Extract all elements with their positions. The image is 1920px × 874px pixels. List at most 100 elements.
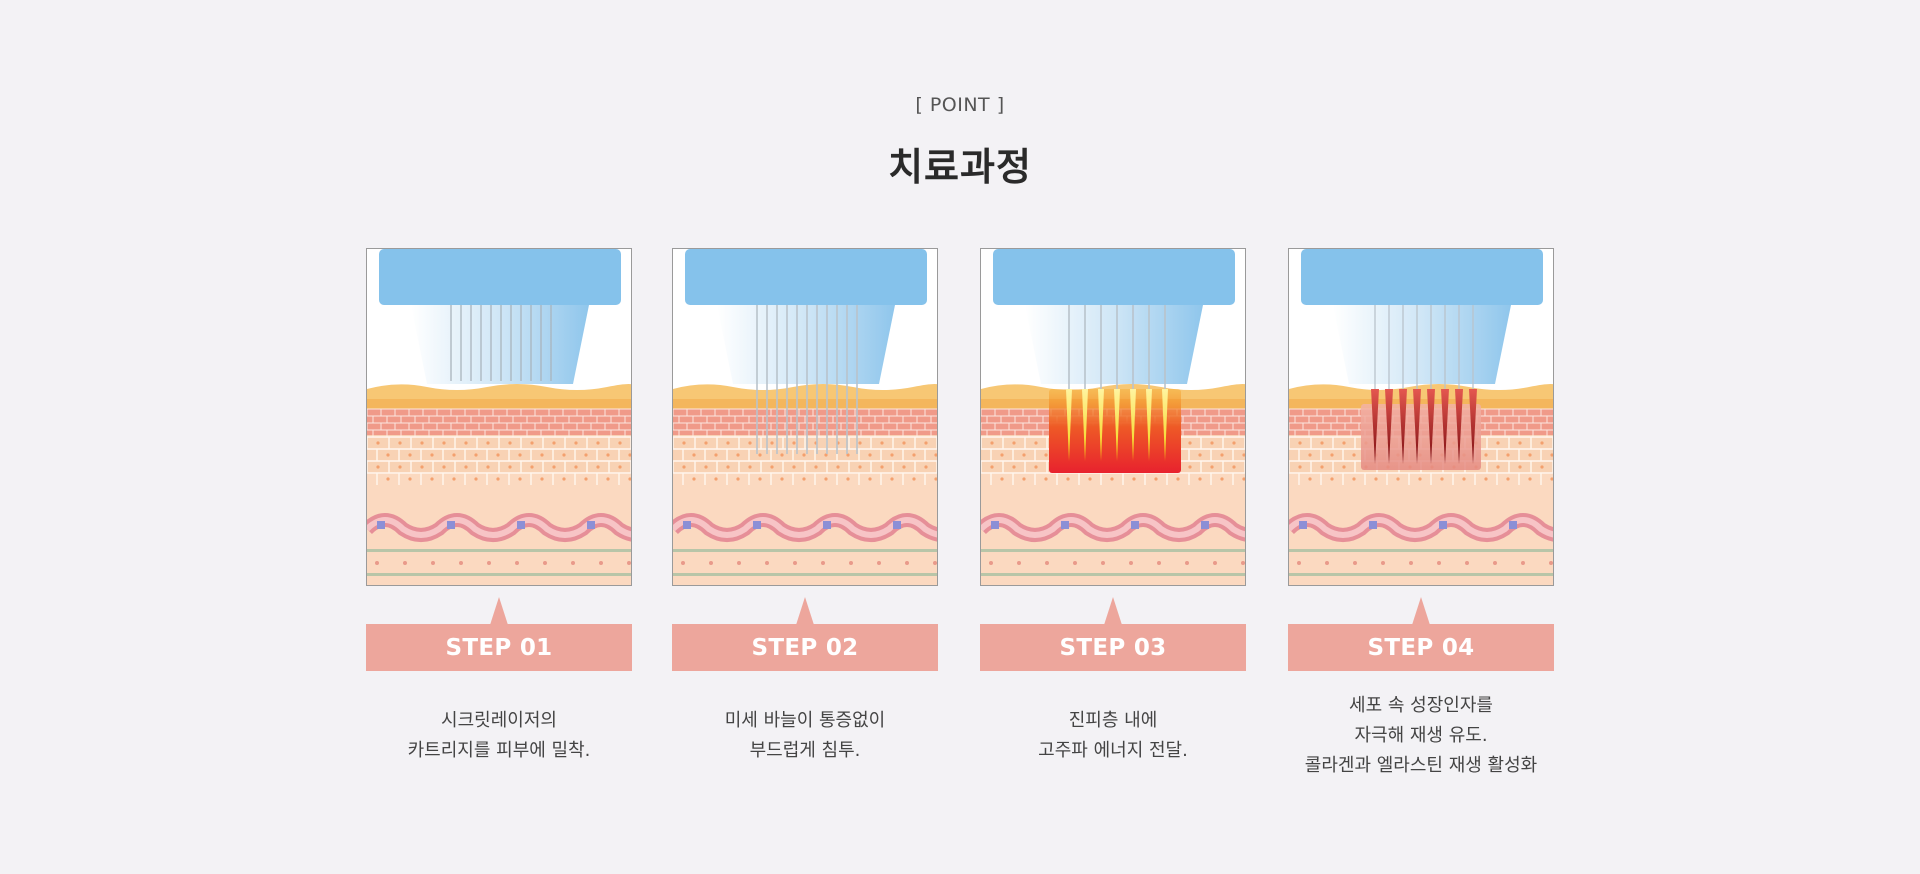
dermis-cell-nucleus <box>924 441 928 445</box>
dermis-cell-nucleus <box>868 453 872 457</box>
dermis-cell-nucleus <box>1540 441 1544 445</box>
regeneration-spike <box>1427 389 1435 464</box>
tissue-dot <box>933 561 937 565</box>
tissue-dot <box>543 561 547 565</box>
dermis-cell-nucleus <box>858 441 862 445</box>
dermis-cell-nucleus <box>770 465 774 469</box>
regeneration-spike <box>1469 389 1477 464</box>
dermis-cell-nucleus <box>880 441 884 445</box>
dermis-cell-nucleus <box>452 477 456 481</box>
device-nozzle <box>1025 305 1203 384</box>
tissue-dot <box>571 561 575 565</box>
dermis-cell-nucleus <box>1320 441 1324 445</box>
step-illustration <box>1288 248 1554 586</box>
dermis-cell-nucleus <box>562 477 566 481</box>
dermis-cell-nucleus <box>1012 441 1016 445</box>
dermis-cell-nucleus <box>1044 477 1048 481</box>
dermis-cell-nucleus <box>1352 477 1356 481</box>
dermis-cell-nucleus <box>628 477 631 481</box>
dermis-cell-nucleus <box>518 453 522 457</box>
dermis-cell-nucleus <box>1044 453 1048 457</box>
dermis-cell-nucleus <box>442 465 446 469</box>
regeneration-spike <box>1385 389 1393 464</box>
energy-spike <box>1114 389 1120 461</box>
tissue-dot <box>1437 561 1441 565</box>
tissue-dot <box>487 561 491 565</box>
dermis-cell-nucleus <box>1232 441 1236 445</box>
stem-cell <box>683 521 691 529</box>
dermis-cell-nucleus <box>736 477 740 481</box>
dermis-cell-nucleus <box>1220 477 1224 481</box>
regeneration-spike <box>1399 389 1407 464</box>
dermis-cell-nucleus <box>618 441 622 445</box>
step-description: 세포 속 성장인자를 자극해 재생 유도. 콜라겐과 엘라스틴 재생 활성화 <box>1304 695 1538 776</box>
dermis-cell-nucleus <box>858 465 862 469</box>
tissue-dot <box>821 561 825 565</box>
dermis-cell-nucleus <box>1198 453 1202 457</box>
dermis-cell-nucleus <box>1022 453 1026 457</box>
dermis-cell-nucleus <box>902 465 906 469</box>
dermis-cell-nucleus <box>1484 453 1488 457</box>
badge-pointer <box>490 597 508 625</box>
stem-cell <box>1439 521 1447 529</box>
dermis-cell-nucleus <box>486 465 490 469</box>
stem-cell <box>587 521 595 529</box>
dermis-cell-nucleus <box>846 477 850 481</box>
dermis-cell-nucleus <box>780 453 784 457</box>
regeneration-spike <box>1455 389 1463 464</box>
tissue-dot <box>1101 561 1105 565</box>
dermis-cell-nucleus <box>1550 477 1553 481</box>
step-badge: STEP 02 <box>672 597 938 671</box>
badge-pointer <box>1104 597 1122 625</box>
dermis-cell-nucleus <box>496 477 500 481</box>
tissue-dot <box>793 561 797 565</box>
basement-membrane-core <box>367 517 631 538</box>
dermis-cell-nucleus <box>596 441 600 445</box>
dermis-cell-nucleus <box>530 441 534 445</box>
dermis-cell-nucleus <box>1034 441 1038 445</box>
tissue-dot <box>1493 561 1497 565</box>
stem-cell <box>447 521 455 529</box>
step-illustration <box>672 248 938 586</box>
dermis-cell-nucleus <box>868 477 872 481</box>
tissue-dot <box>1129 561 1133 565</box>
tissue-dot <box>403 561 407 565</box>
dermis-cell-nucleus <box>726 465 730 469</box>
tissue-dot <box>989 561 993 565</box>
step-card-4: STEP 04 세포 속 성장인자를 자극해 재생 유도. 콜라겐과 엘라스틴 … <box>1288 248 1554 776</box>
step-badge-label: STEP 03 <box>980 624 1246 671</box>
tissue-dot <box>1521 561 1525 565</box>
tissue-band <box>981 549 1245 552</box>
skin-illustration-1 <box>367 249 631 585</box>
energy-spike <box>1130 389 1136 461</box>
energy-spike <box>1146 389 1152 461</box>
dermis-cell-nucleus <box>682 441 686 445</box>
dermis-cell-nucleus <box>924 465 928 469</box>
dermis-cell-nucleus <box>1330 453 1334 457</box>
stem-cell <box>991 521 999 529</box>
dermis-cell-nucleus <box>836 465 840 469</box>
dermis-cell-nucleus <box>508 441 512 445</box>
dermis-cell-nucleus <box>1528 453 1532 457</box>
tissue-dot <box>1213 561 1217 565</box>
dermis-cell-nucleus <box>824 477 828 481</box>
tissue-dot <box>599 561 603 565</box>
section-eyebrow: [ POINT ] <box>915 94 1005 116</box>
dermis-cell-nucleus <box>496 453 500 457</box>
dermis-cell-nucleus <box>1528 477 1532 481</box>
dermis-cell-nucleus <box>824 453 828 457</box>
dermis-cell-nucleus <box>1210 465 1214 469</box>
basement-membrane-core <box>673 517 937 538</box>
dermis-cell-nucleus <box>1518 441 1522 445</box>
regeneration-spike <box>1441 389 1449 464</box>
tissue-band <box>1289 573 1553 576</box>
tissue-dot <box>905 561 909 565</box>
tissue-dot <box>1325 561 1329 565</box>
dermis-cell-nucleus <box>1298 441 1302 445</box>
dermis-cell-nucleus <box>618 465 622 469</box>
stem-cell <box>377 521 385 529</box>
dermis-cell-nucleus <box>1550 453 1553 457</box>
step-illustration <box>980 248 1246 586</box>
dermis-cell-nucleus <box>1188 465 1192 469</box>
dermis-cell-nucleus <box>1484 477 1488 481</box>
